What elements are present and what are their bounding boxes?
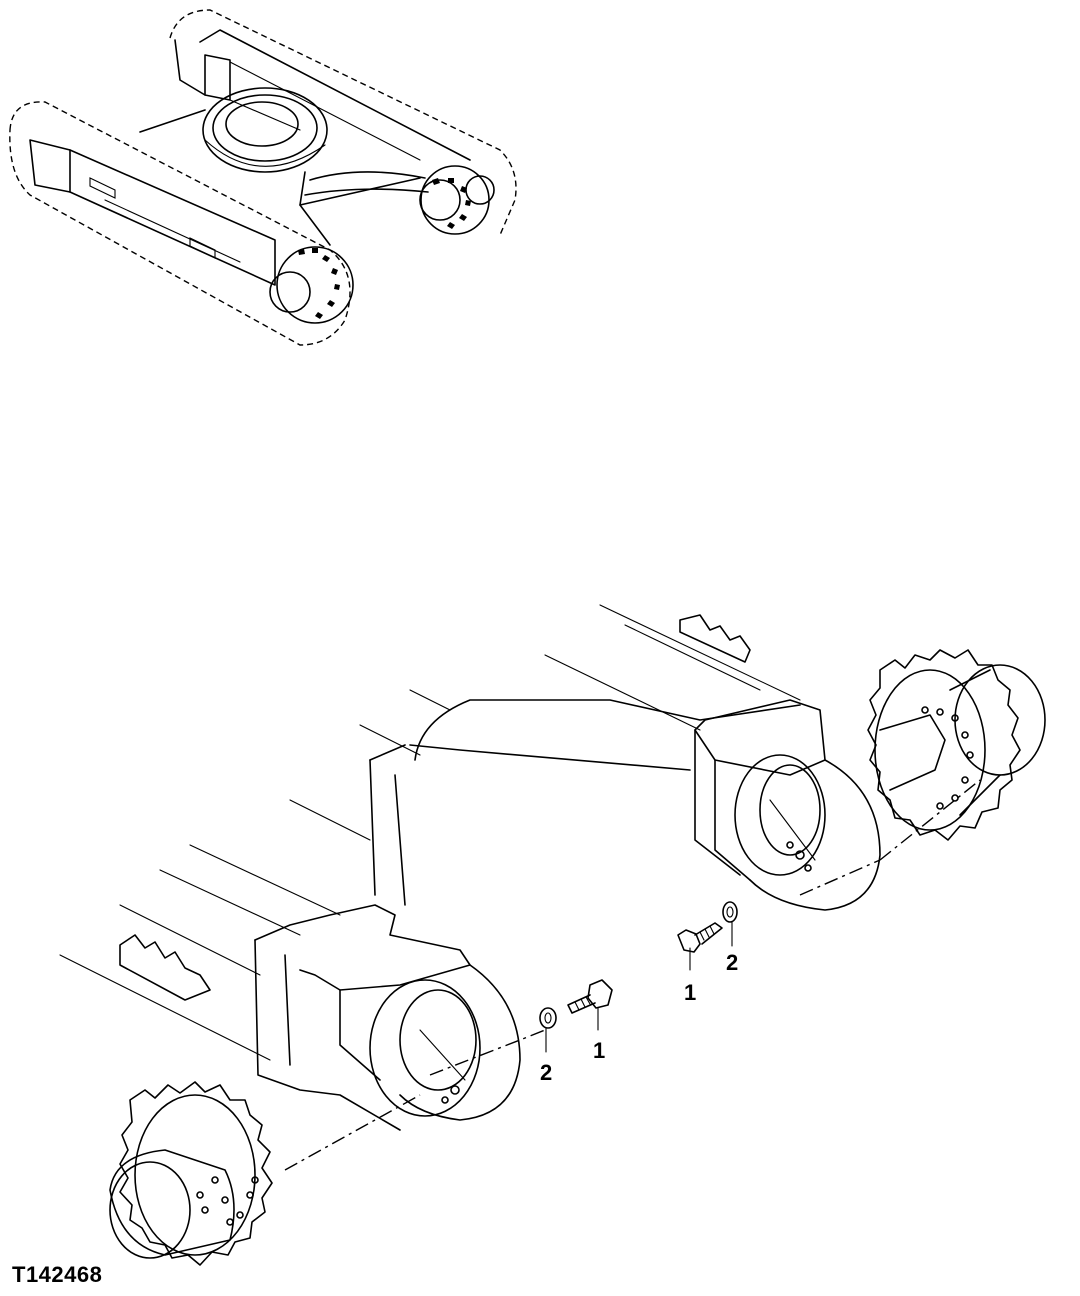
undercarriage-overview: [9, 9, 517, 346]
washer-left: [539, 1007, 557, 1029]
callout-bolt-left: 1: [593, 1038, 605, 1063]
front-sprocket: [109, 1081, 273, 1266]
callout-washer-left: 2: [540, 1060, 552, 1085]
callout-bolt-right: 1: [684, 980, 696, 1005]
figure-id: T142468: [12, 1262, 103, 1287]
track-frame-detail: [59, 604, 1046, 1266]
washer-right: [722, 901, 738, 923]
bolt-left: [567, 979, 613, 1014]
bolt-right: [677, 922, 723, 953]
callout-washer-right: 2: [726, 950, 738, 975]
rear-sprocket: [867, 649, 1046, 841]
